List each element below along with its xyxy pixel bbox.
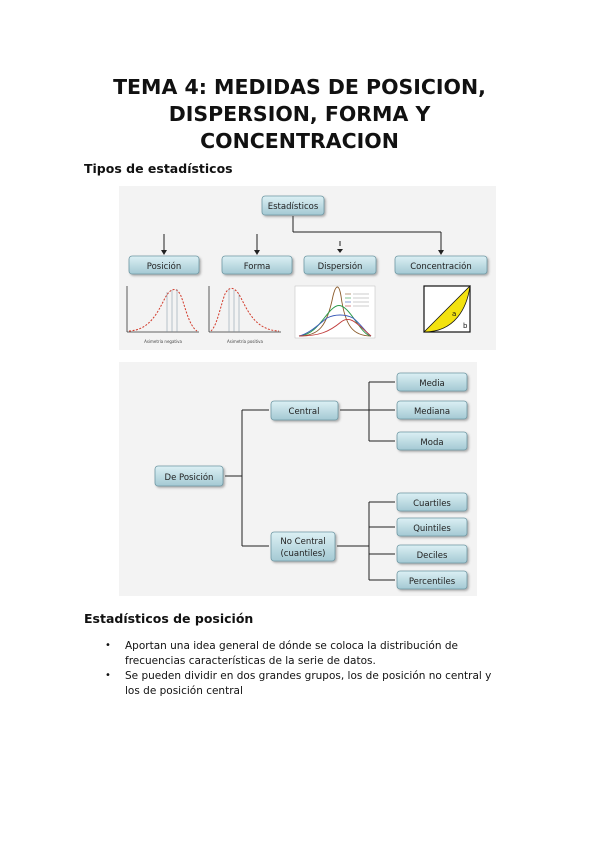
lorenz-label-b: b [463, 322, 468, 330]
bullet-2-line-1: Se pueden dividir en dos grandes grupos,… [125, 670, 492, 682]
node-central: Central [270, 400, 339, 421]
tree-arrowheads [161, 249, 444, 255]
bullet-item: • Se pueden dividir en dos grandes grupo… [90, 669, 530, 698]
node-media: Media [396, 372, 468, 392]
node-concentracion: Concentración [394, 255, 488, 275]
node-no-central-label-1: No Central [280, 537, 325, 547]
page-title: TEMA 4: MEDIDAS DE POSICION, DISPERSION,… [0, 74, 599, 155]
title-line-2: DISPERSION, FORMA Y [168, 102, 431, 126]
thumbnail-asimetria-positiva: Asimetría positiva [208, 286, 281, 344]
tree-connectors [225, 381, 395, 581]
statistics-types-diagram: Estadísticos Posición Forma Dispersión C… [119, 186, 496, 350]
tree-connectors [163, 216, 442, 251]
node-percentiles-label: Percentiles [409, 577, 456, 587]
node-forma: Forma [221, 255, 293, 275]
node-percentiles: Percentiles [396, 570, 468, 590]
node-mediana: Mediana [396, 400, 468, 420]
node-media-label: Media [419, 379, 445, 389]
node-de-posicion: De Posición [154, 465, 224, 487]
position-statistics-diagram: De Posición Central No Central (cuantile… [119, 362, 477, 596]
title-line-3: CONCENTRACION [200, 129, 399, 153]
node-quintiles: Quintiles [396, 517, 468, 537]
thumbnail-asimetria-negativa: Asimetría negativa [126, 286, 199, 344]
title-line-1: TEMA 4: MEDIDAS DE POSICION, [113, 75, 486, 99]
node-de-posicion-label: De Posición [165, 472, 214, 483]
lorenz-label-a: a [452, 310, 456, 318]
node-no-central-label-2: (cuantiles) [280, 549, 325, 559]
bullet-1-line-2: frecuencias características de la serie … [125, 654, 376, 667]
section-heading-posicion: Estadísticos de posición [84, 611, 254, 626]
node-forma-label: Forma [244, 262, 271, 272]
node-moda: Moda [396, 431, 468, 451]
thumbnail-dispersion-curves [294, 285, 376, 339]
thumbnail-2-caption: Asimetría positiva [227, 339, 264, 344]
node-central-label: Central [289, 407, 320, 417]
node-estadisticos-label: Estadísticos [268, 202, 319, 212]
node-cuartiles-label: Cuartiles [413, 499, 451, 509]
bullet-1-line-1: Aportan una idea general de dónde se col… [125, 640, 458, 652]
node-deciles-label: Deciles [417, 551, 448, 561]
bullet-dot: • [105, 640, 111, 651]
node-cuartiles: Cuartiles [396, 492, 468, 512]
thumbnail-lorenz-curve: a b [423, 284, 471, 333]
bullet-list: • Aportan una idea general de dónde se c… [90, 639, 530, 699]
node-posicion-label: Posición [147, 261, 181, 272]
dispersion-legend [345, 293, 369, 307]
node-no-central: No Central (cuantiles) [270, 531, 336, 562]
bullet-2-line-2: los de posición central [125, 684, 243, 697]
node-concentracion-label: Concentración [410, 261, 471, 272]
node-mediana-label: Mediana [414, 407, 450, 417]
node-deciles: Deciles [396, 544, 468, 564]
node-quintiles-label: Quintiles [413, 524, 451, 534]
node-dispersion: Dispersión [303, 255, 377, 275]
thumbnail-1-caption: Asimetría negativa [144, 339, 182, 344]
section-heading-tipos: Tipos de estadísticos [84, 161, 233, 176]
node-moda-label: Moda [420, 438, 443, 448]
node-dispersion-label: Dispersión [318, 261, 363, 272]
bullet-dot: • [105, 670, 111, 681]
node-posicion: Posición [128, 255, 200, 275]
node-estadisticos: Estadísticos [261, 195, 325, 216]
bullet-item: • Aportan una idea general de dónde se c… [90, 639, 530, 668]
